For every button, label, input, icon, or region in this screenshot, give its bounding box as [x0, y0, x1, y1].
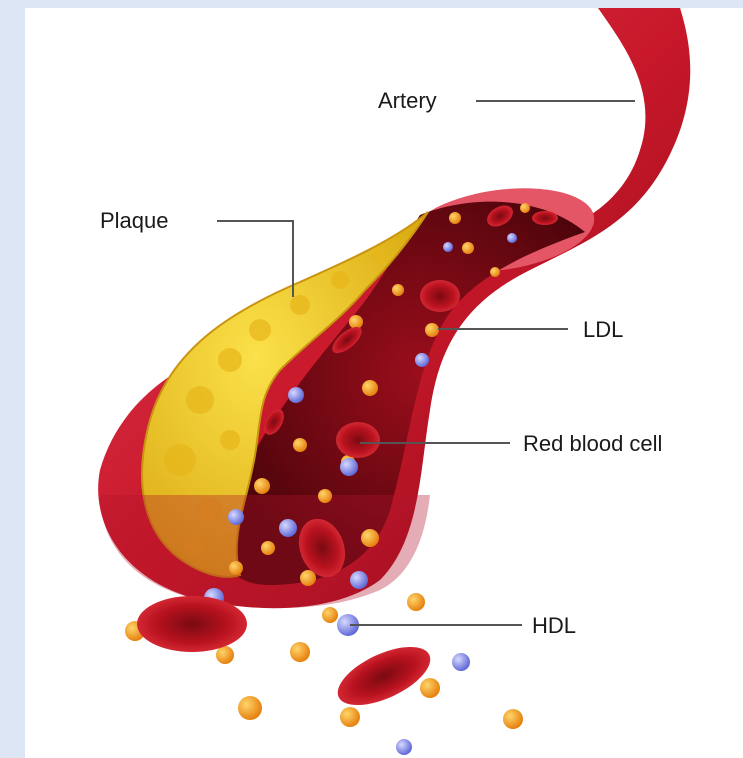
ldl-particle-icon: [503, 709, 523, 729]
hdl-particle-icon: [443, 242, 453, 252]
ldl-particle-icon: [490, 267, 500, 277]
ldl-particle-icon: [462, 242, 474, 254]
ldl-particle-icon: [290, 642, 310, 662]
hdl-particle-icon: [350, 571, 368, 589]
ldl-particle-icon: [238, 696, 262, 720]
ldl-particle-icon: [407, 593, 425, 611]
hdl-particle-icon: [288, 387, 304, 403]
ldl-particle-icon: [216, 646, 234, 664]
red-blood-cell-icon: [532, 211, 558, 225]
ldl-particle-icon: [318, 489, 332, 503]
ldl-particle-icon: [293, 438, 307, 452]
hdl-particle-icon: [228, 509, 244, 525]
hdl-particle-icon: [396, 739, 412, 755]
plaque-label: Plaque: [100, 208, 169, 233]
hdl-particle-icon: [340, 458, 358, 476]
red-blood-cell-icon: [420, 280, 460, 312]
ldl-particle-icon: [420, 678, 440, 698]
red-blood-cell-icon: [336, 422, 380, 458]
hdl-particle-icon: [452, 653, 470, 671]
red-blood-cell-icon: [137, 596, 247, 652]
plaque-leader-line: [217, 221, 293, 297]
hdl-particle-icon: [415, 353, 429, 367]
ldl-particle-icon: [261, 541, 275, 555]
ldl-particle-icon: [349, 315, 363, 329]
hdl-label: HDL: [532, 613, 576, 638]
ldl-particle-icon: [361, 529, 379, 547]
ldl-particle-icon: [340, 707, 360, 727]
ldl-particle-icon: [254, 478, 270, 494]
red-blood-cell-label: Red blood cell: [523, 431, 662, 456]
hdl-particle-icon: [507, 233, 517, 243]
artery-label: Artery: [378, 88, 437, 113]
red-blood-cell-icon: [329, 635, 438, 717]
ldl-particle-icon: [362, 380, 378, 396]
ldl-particle-icon: [229, 561, 243, 575]
ldl-label: LDL: [583, 317, 623, 342]
ldl-particle-icon: [520, 203, 530, 213]
ldl-particle-icon: [425, 323, 439, 337]
ldl-particle-icon: [392, 284, 404, 296]
ldl-particle-icon: [322, 607, 338, 623]
hdl-particle-icon: [279, 519, 297, 537]
ldl-particle-icon: [449, 212, 461, 224]
